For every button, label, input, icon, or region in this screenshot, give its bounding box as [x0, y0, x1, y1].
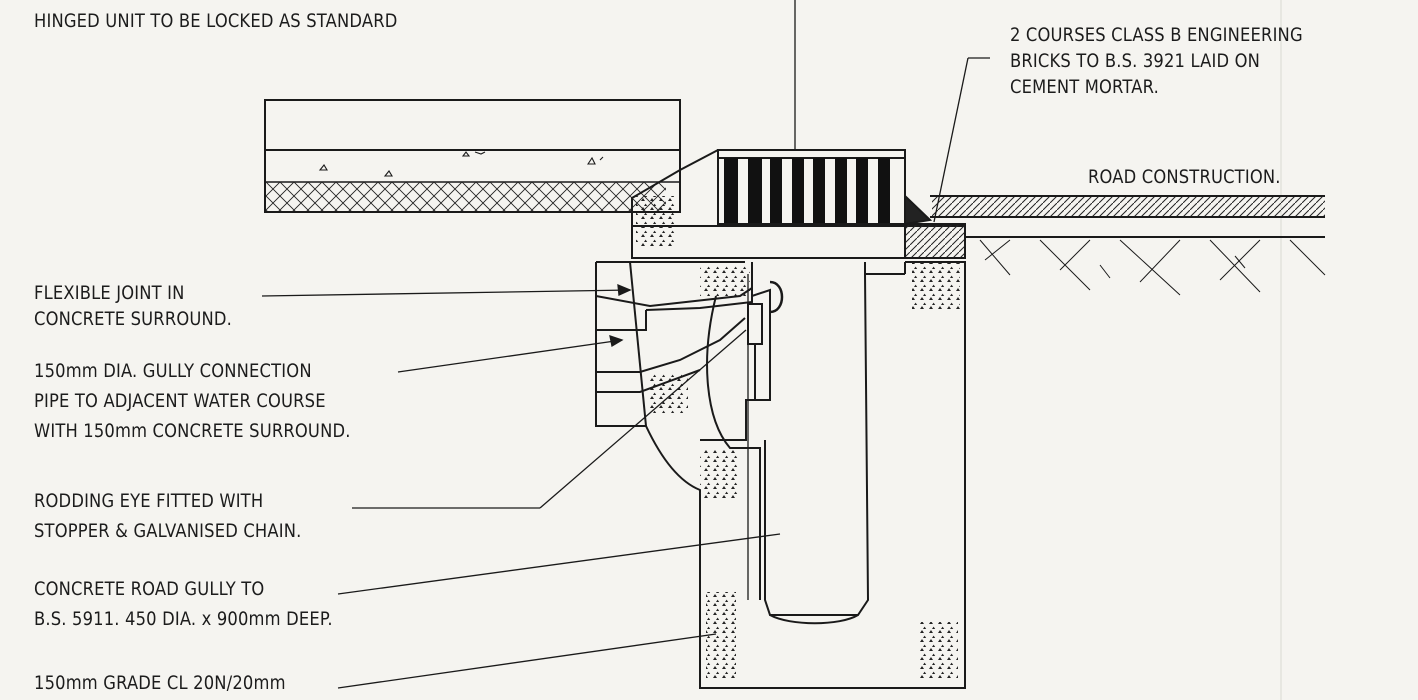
label-road-construction: ROAD CONSTRUCTION.: [1088, 166, 1281, 188]
label-gully-conn-line1: 150mm DIA. GULLY CONNECTION: [34, 360, 312, 382]
road-construction: [930, 195, 1326, 296]
label-gully-line1: CONCRETE ROAD GULLY TO: [34, 578, 265, 600]
concrete-surround: [595, 261, 966, 689]
label-hinged-unit: HINGED UNIT TO BE LOCKED AS STANDARD: [34, 10, 398, 32]
label-gully-conn-line2: PIPE TO ADJACENT WATER COURSE: [34, 390, 326, 412]
rodding-eye: [747, 280, 784, 400]
label-flex-joint-line2: CONCRETE SURROUND.: [34, 308, 233, 330]
label-bricks-line2: BRICKS TO B.S. 3921 LAID ON: [1010, 50, 1261, 72]
label-gully-line2: B.S. 5911. 450 DIA. x 900mm DEEP.: [34, 608, 333, 630]
label-flex-joint-line1: FLEXIBLE JOINT IN: [34, 282, 185, 304]
footway-slab: [264, 99, 681, 213]
label-bricks-line3: CEMENT MORTAR.: [1010, 76, 1159, 98]
gully-pot: [700, 262, 870, 625]
label-grade-line1: 150mm GRADE CL 20N/20mm: [34, 672, 286, 694]
engineering-bricks: [904, 193, 966, 259]
label-gully-conn-line3: WITH 150mm CONCRETE SURROUND.: [34, 420, 351, 442]
label-bricks-line1: 2 COURSES CLASS B ENGINEERING: [1010, 24, 1303, 46]
leader-lines: [261, 0, 990, 689]
label-rodding-line1: RODDING EYE FITTED WITH: [34, 490, 264, 512]
label-rodding-line2: STOPPER & GALVANISED CHAIN.: [34, 520, 302, 542]
grating: [717, 149, 906, 227]
paper-fold-line: [1280, 0, 1282, 700]
